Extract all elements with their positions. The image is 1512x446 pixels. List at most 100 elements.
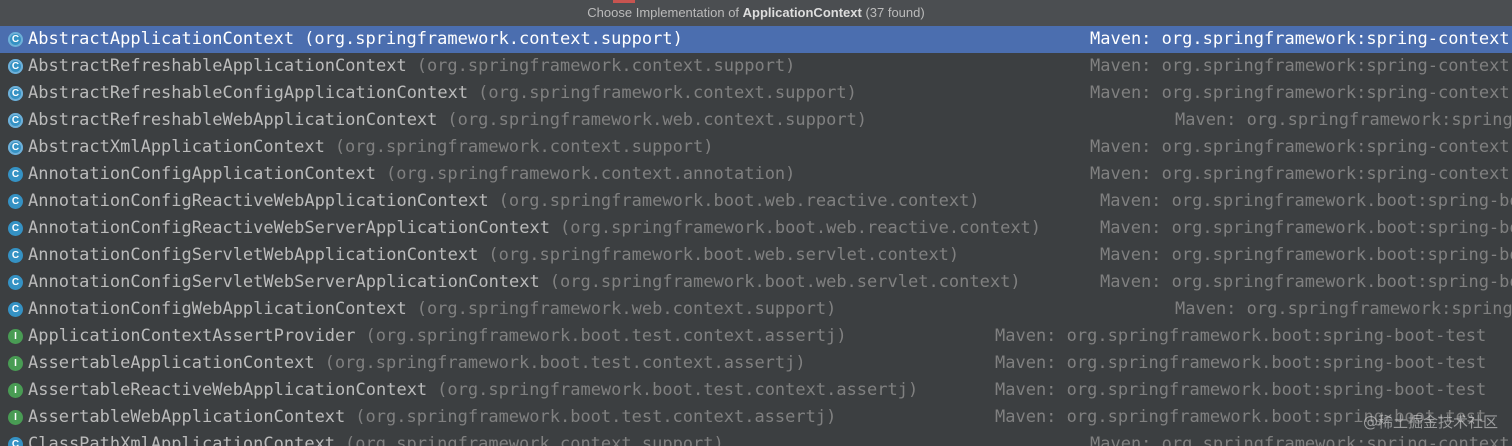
class-name: AbstractRefreshableWebApplicationContext: [28, 110, 438, 130]
implementation-row[interactable]: C AnnotationConfigServletWebServerApplica…: [0, 269, 1512, 296]
interface-icon: I: [8, 329, 23, 344]
row-label: AnnotationConfigReactiveWebServerApplica…: [28, 215, 1041, 242]
class-name: AnnotationConfigServletWebServerApplicat…: [28, 272, 540, 292]
library-name: Maven: org.springframework:spring-web: [1175, 110, 1512, 130]
row-label: AbstractApplicationContext (org.springfra…: [28, 26, 683, 53]
package-name: (org.springframework.context.support): [416, 56, 796, 76]
library-name: Maven: org.springframework:spring-contex…: [1090, 164, 1510, 184]
class-icon: C: [8, 221, 23, 236]
library-name: Maven: org.springframework:spring-contex…: [1090, 29, 1510, 49]
library-name: Maven: org.springframework:spring-web: [1175, 299, 1512, 319]
row-label: AnnotationConfigApplicationContext (org.s…: [28, 161, 795, 188]
row-label: AnnotationConfigServletWebServerApplicat…: [28, 269, 1021, 296]
abstract-class-icon: C: [8, 32, 23, 47]
title-marker: [613, 0, 635, 3]
package-name: (org.springframework.context.support): [334, 137, 714, 157]
package-name: (org.springframework.boot.web.servlet.co…: [549, 272, 1021, 292]
class-name: AnnotationConfigServletWebApplicationCon…: [28, 245, 479, 265]
row-label: AssertableReactiveWebApplicationContext (…: [28, 377, 918, 404]
library-name: Maven: org.springframework.boot:spring-b…: [1100, 272, 1512, 292]
implementation-row[interactable]: C AnnotationConfigReactiveWebServerApplic…: [0, 215, 1512, 242]
library-name: Maven: org.springframework:spring-contex…: [1090, 56, 1510, 76]
package-name: (org.springframework.web.context.support…: [416, 299, 837, 319]
class-icon: C: [8, 275, 23, 290]
package-name: (org.springframework.context.support): [478, 83, 857, 103]
implementation-row[interactable]: C ClassPathXmlApplicationContext (org.spri…: [0, 431, 1512, 446]
implementation-row[interactable]: C AnnotationConfigReactiveWebApplicationC…: [0, 188, 1512, 215]
abstract-class-icon: C: [8, 59, 23, 74]
row-label: AbstractRefreshableConfigApplicationCont…: [28, 80, 857, 107]
implementation-row[interactable]: I AssertableApplicationContext (org.spring…: [0, 350, 1512, 377]
row-label: AbstractRefreshableWebApplicationContext…: [28, 107, 867, 134]
popup-title-count: (37 found): [861, 5, 925, 20]
library-name: Maven: org.springframework.boot:spring-b…: [1100, 218, 1512, 238]
package-name: (org.springframework.boot.test.context.a…: [437, 380, 919, 400]
popup-title-target: ApplicationContext: [742, 5, 862, 20]
class-name: ClassPathXmlApplicationContext: [28, 434, 336, 446]
implementation-row[interactable]: C AnnotationConfigServletWebApplicationCo…: [0, 242, 1512, 269]
implementation-row[interactable]: C AnnotationConfigWebApplicationContext (o…: [0, 296, 1512, 323]
implementation-row[interactable]: C AnnotationConfigApplicationContext (org.…: [0, 161, 1512, 188]
row-label: ApplicationContextAssertProvider (org.spr…: [28, 323, 847, 350]
implementation-row[interactable]: I AssertableReactiveWebApplicationContext…: [0, 377, 1512, 404]
row-label: AnnotationConfigReactiveWebApplicationCo…: [28, 188, 980, 215]
class-name: AssertableReactiveWebApplicationContext: [28, 380, 428, 400]
library-name: Maven: org.springframework:spring-contex…: [1090, 137, 1510, 157]
abstract-class-icon: C: [8, 86, 23, 101]
class-name: AssertableWebApplicationContext: [28, 407, 346, 427]
implementation-row[interactable]: C AbstractRefreshableConfigApplicationCon…: [0, 80, 1512, 107]
row-label: AbstractXmlApplicationContext (org.spring…: [28, 134, 714, 161]
library-name: Maven: org.springframework:spring-contex…: [1090, 83, 1510, 103]
class-name: AssertableApplicationContext: [28, 353, 315, 373]
implementation-row[interactable]: C AbstractXmlApplicationContext (org.sprin…: [0, 134, 1512, 161]
class-icon: C: [8, 167, 23, 182]
library-name: Maven: org.springframework.boot:spring-b…: [995, 353, 1487, 373]
class-icon: C: [8, 194, 23, 209]
package-name: (org.springframework.boot.test.context.a…: [355, 407, 837, 427]
row-label: AnnotationConfigServletWebApplicationCon…: [28, 242, 959, 269]
package-name: (org.springframework.context.support): [345, 434, 724, 446]
class-name: AnnotationConfigReactiveWebApplicationCo…: [28, 191, 489, 211]
class-icon: C: [8, 248, 23, 263]
implementation-row[interactable]: C AbstractRefreshableApplicationContext (o…: [0, 53, 1512, 80]
class-icon: C: [8, 302, 23, 317]
library-name: Maven: org.springframework.boot:spring-b…: [995, 326, 1487, 346]
package-name: (org.springframework.boot.web.servlet.co…: [488, 245, 960, 265]
class-icon: C: [8, 437, 23, 446]
package-name: (org.springframework.context.support): [304, 29, 683, 49]
class-name: AbstractRefreshableApplicationContext: [28, 56, 407, 76]
implementation-row[interactable]: C AbstractApplicationContext (org.springfr…: [0, 26, 1512, 53]
package-name: (org.springframework.web.context.support…: [447, 110, 868, 130]
popup-title-prefix: Choose Implementation of: [587, 5, 743, 20]
interface-icon: I: [8, 383, 23, 398]
popup-title: Choose Implementation of ApplicationCont…: [0, 0, 1512, 27]
implementation-list: C AbstractApplicationContext (org.springfr…: [0, 26, 1512, 446]
class-name: ApplicationContextAssertProvider: [28, 326, 356, 346]
package-name: (org.springframework.boot.test.context.a…: [365, 326, 847, 346]
class-name: AbstractRefreshableConfigApplicationCont…: [28, 83, 469, 103]
row-label: AbstractRefreshableApplicationContext (or…: [28, 53, 795, 80]
row-label: AssertableWebApplicationContext (org.spri…: [28, 404, 836, 431]
library-name: Maven: org.springframework.boot:spring-b…: [995, 380, 1487, 400]
package-name: (org.springframework.boot.web.reactive.c…: [559, 218, 1042, 238]
class-name: AbstractApplicationContext: [28, 29, 295, 49]
library-name: Maven: org.springframework.boot:spring-b…: [995, 407, 1487, 427]
library-name: Maven: org.springframework.boot:spring-b…: [1100, 245, 1512, 265]
package-name: (org.springframework.boot.test.context.a…: [324, 353, 806, 373]
package-name: (org.springframework.boot.web.reactive.c…: [498, 191, 980, 211]
library-name: Maven: org.springframework.boot:spring-b…: [1100, 191, 1512, 211]
class-name: AnnotationConfigReactiveWebServerApplica…: [28, 218, 550, 238]
row-label: AssertableApplicationContext (org.springf…: [28, 350, 806, 377]
abstract-class-icon: C: [8, 140, 23, 155]
library-name: Maven: org.springframework:spring-contex…: [1090, 434, 1510, 446]
implementation-row[interactable]: I ApplicationContextAssertProvider (org.sp…: [0, 323, 1512, 350]
package-name: (org.springframework.context.annotation): [386, 164, 796, 184]
interface-icon: I: [8, 356, 23, 371]
row-label: ClassPathXmlApplicationContext (org.sprin…: [28, 431, 724, 446]
class-name: AnnotationConfigApplicationContext: [28, 164, 376, 184]
class-name: AnnotationConfigWebApplicationContext: [28, 299, 407, 319]
class-name: AbstractXmlApplicationContext: [28, 137, 325, 157]
